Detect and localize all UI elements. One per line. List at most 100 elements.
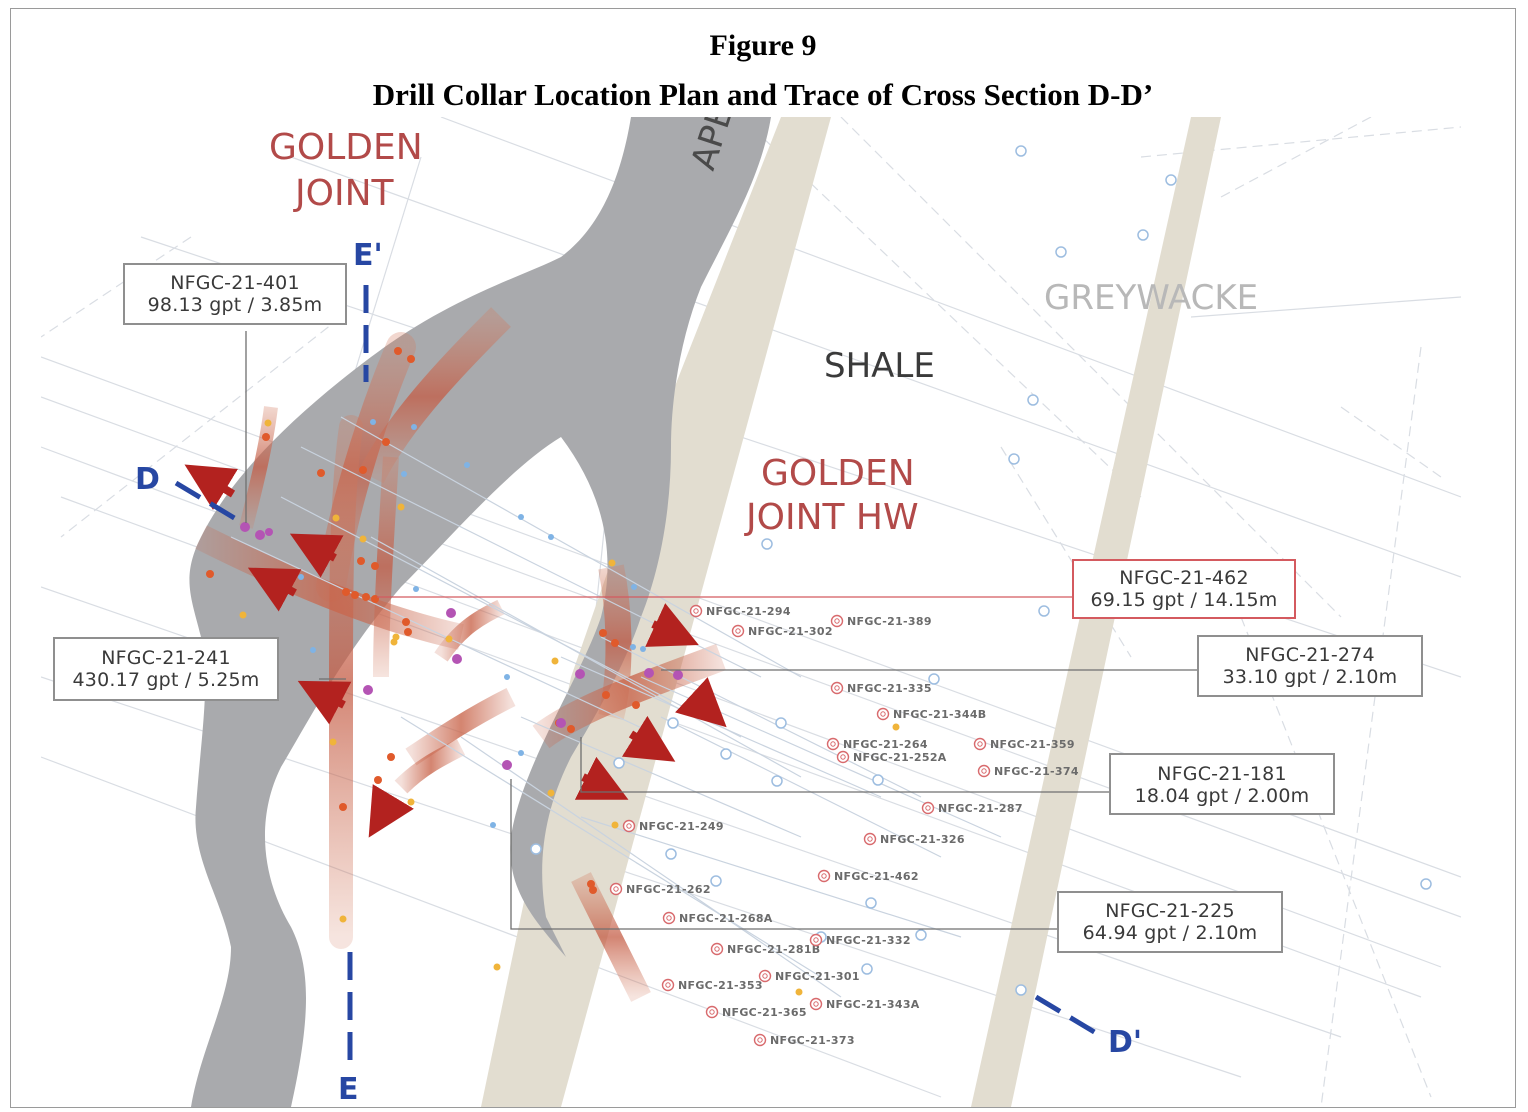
callout-nfgc-21-225: NFGC-21-225 64.94 gpt / 2.10m — [1057, 891, 1283, 953]
intercept-dots — [206, 347, 900, 996]
callout-hole-id: NFGC-21-225 — [1105, 900, 1235, 922]
callout-hole-id: NFGC-21-401 — [170, 272, 300, 294]
direction-arrows — [184, 464, 727, 838]
collar-marker-inner — [709, 1009, 715, 1015]
collar-marker-inner — [813, 1001, 819, 1007]
callout-nfgc-21-462: NFGC-21-462 69.15 gpt / 14.15m — [1072, 559, 1296, 619]
collar-marker — [977, 764, 991, 778]
collar-marker-inner — [613, 886, 619, 892]
collar-marker — [973, 737, 987, 751]
collar-label: NFGC-21-268A — [679, 912, 773, 925]
collar-label: NFGC-21-335 — [847, 682, 932, 695]
collar-marker — [830, 681, 844, 695]
collar-marker-inner — [925, 805, 931, 811]
collar-marker-inner — [981, 768, 987, 774]
collar-marker-inner — [880, 711, 886, 717]
collar-marker — [836, 750, 850, 764]
collar-marker — [876, 707, 890, 721]
collar-marker — [809, 997, 823, 1011]
callout-grade: 69.15 gpt / 14.15m — [1090, 589, 1278, 611]
collar-marker-inner — [821, 873, 827, 879]
callout-grade: 98.13 gpt / 3.85m — [147, 294, 323, 316]
collar-marker — [809, 933, 823, 947]
lithology-label-shale: SHALE — [824, 346, 935, 386]
collar-marker — [758, 969, 772, 983]
callout-nfgc-21-181: NFGC-21-181 18.04 gpt / 2.00m — [1109, 753, 1335, 815]
collar-marker — [705, 1005, 719, 1019]
collar-marker-inner — [693, 608, 699, 614]
figure-title: Drill Collar Location Plan and Trace of … — [372, 77, 1154, 112]
collar-marker-inner — [666, 915, 672, 921]
collar-label: NFGC-21-326 — [880, 833, 965, 846]
collar-label: NFGC-21-301 — [775, 970, 860, 983]
collar-label: NFGC-21-249 — [639, 820, 724, 833]
collar-label: NFGC-21-389 — [847, 615, 932, 628]
collar-marker-inner — [714, 946, 720, 952]
collar-marker-inner — [813, 937, 819, 943]
zone-label-golden-joint-1: GOLDEN — [269, 127, 423, 168]
collar-marker — [826, 737, 840, 751]
collar-marker-inner — [840, 754, 846, 760]
collar-marker — [662, 911, 676, 925]
callout-grade: 33.10 gpt / 2.10m — [1222, 666, 1398, 688]
zone-label-golden-joint-hw-2: JOINT HW — [744, 497, 919, 538]
callout-hole-id: NFGC-21-181 — [1157, 763, 1287, 785]
collar-marker — [830, 614, 844, 628]
callout-nfgc-21-241: NFGC-21-241 430.17 gpt / 5.25m — [53, 637, 279, 701]
collar-marker — [863, 832, 877, 846]
collar-marker — [731, 624, 745, 638]
zone-label-golden-joint-hw-1: GOLDEN — [761, 453, 915, 494]
collar-marker-inner — [735, 628, 741, 634]
collar-marker-inner — [626, 823, 632, 829]
collar-marker-inner — [762, 973, 768, 979]
collar-marker-inner — [830, 741, 836, 747]
callout-hole-id: NFGC-21-274 — [1245, 644, 1375, 666]
drill-collar-map: APB — [41, 117, 1461, 1107]
lithology-label-greywacke: GREYWACKE — [1044, 278, 1258, 318]
collar-label: NFGC-21-262 — [626, 883, 711, 896]
collar-marker — [710, 942, 724, 956]
callout-nfgc-21-401: NFGC-21-401 98.13 gpt / 3.85m — [123, 263, 347, 325]
collar-marker-inner — [867, 836, 873, 842]
collar-marker — [689, 604, 703, 618]
collar-label: NFGC-21-359 — [990, 738, 1075, 751]
figure-number: Figure 9 — [709, 29, 817, 62]
section-label-d-prime: D' — [1108, 1025, 1142, 1060]
zone-label-golden-joint-2: JOINT — [293, 173, 395, 214]
collar-label: NFGC-21-373 — [770, 1034, 855, 1047]
collar-marker-inner — [834, 618, 840, 624]
collar-marker — [921, 801, 935, 815]
planned-collars: NFGC-21-294NFGC-21-302NFGC-21-389NFGC-21… — [609, 604, 1079, 1047]
callout-nfgc-21-274: NFGC-21-274 33.10 gpt / 2.10m — [1197, 635, 1423, 697]
collar-marker-inner — [665, 982, 671, 988]
collar-marker — [753, 1033, 767, 1047]
collar-label: NFGC-21-353 — [678, 979, 763, 992]
collar-marker — [817, 869, 831, 883]
collar-label: NFGC-21-344B — [893, 708, 986, 721]
callout-grade: 430.17 gpt / 5.25m — [72, 669, 260, 691]
collar-label: NFGC-21-374 — [994, 765, 1079, 778]
collar-marker — [609, 882, 623, 896]
collar-marker-inner — [977, 741, 983, 747]
collar-marker-inner — [834, 685, 840, 691]
section-label-e: E — [338, 1072, 359, 1107]
collar-label: NFGC-21-343A — [826, 998, 920, 1011]
collar-label: NFGC-21-252A — [853, 751, 947, 764]
figure-frame: Figure 9 Drill Collar Location Plan and … — [10, 8, 1516, 1108]
collar-label: NFGC-21-365 — [722, 1006, 807, 1019]
section-label-e-prime: E' — [353, 238, 383, 273]
collar-label: NFGC-21-302 — [748, 625, 833, 638]
callout-grade: 18.04 gpt / 2.00m — [1134, 785, 1310, 807]
collar-label: NFGC-21-332 — [826, 934, 911, 947]
callout-hole-id: NFGC-21-462 — [1119, 567, 1249, 589]
collar-marker — [622, 819, 636, 833]
collar-label: NFGC-21-281B — [727, 943, 820, 956]
collar-marker-inner — [757, 1037, 763, 1043]
section-traces — [174, 285, 1098, 1072]
apb-unit — [189, 117, 771, 1107]
section-label-d: D — [135, 462, 160, 497]
callout-hole-id: NFGC-21-241 — [101, 647, 231, 669]
drill-traces — [230, 416, 1002, 998]
collar-label: NFGC-21-264 — [843, 738, 928, 751]
collar-marker — [661, 978, 675, 992]
